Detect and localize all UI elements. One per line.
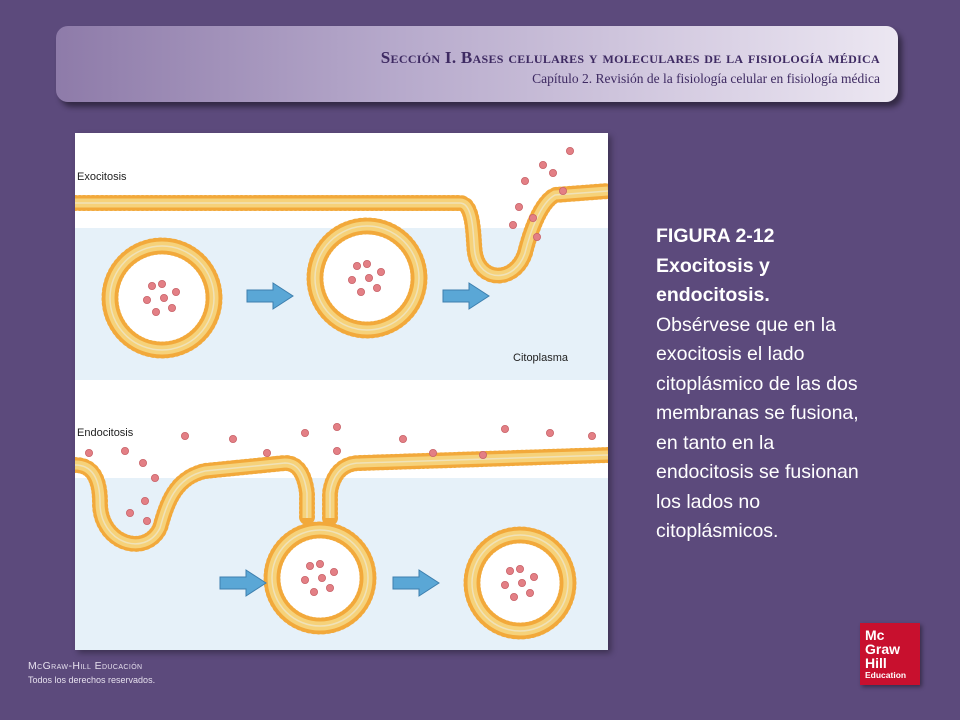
exocytosis-membrane [75, 183, 608, 284]
right-arrow-icon-3 [219, 569, 267, 597]
endocytosis-membrane-right-core [329, 454, 608, 518]
exo-v1-particle-1 [172, 287, 181, 296]
extracellular-particle-0 [84, 448, 93, 457]
right-arrow-icon-4 [392, 569, 440, 597]
endo-v1-particle-2 [325, 583, 334, 592]
endo-v1-particle-3 [309, 587, 318, 596]
endo-v1-particle-5 [305, 561, 314, 570]
endo-v2-particle-4 [500, 580, 509, 589]
exo-v1-particle-2 [168, 303, 177, 312]
extracellular-particle-18 [126, 508, 135, 517]
logo-line-4: Education [865, 670, 907, 680]
figure-caption: FIGURA 2-12 Exocitosis y endocitosis. Ob… [656, 222, 866, 547]
label-endocytosis: Endocitosis [77, 427, 134, 439]
right-arrow-icon-2 [442, 282, 490, 310]
exocytosis-membrane-core [75, 190, 608, 277]
caption-body: Obsérvese que en la exocitosis el lado c… [656, 313, 859, 543]
extracellular-particle-8 [332, 446, 341, 455]
endo-v2-particle-2 [525, 588, 534, 597]
mcgraw-hill-logo: Mc Graw Hill Education [860, 623, 920, 685]
extracellular-particle-15 [588, 431, 597, 440]
endo-v2-particle-5 [505, 566, 514, 575]
logo-line-3: Hill [865, 655, 887, 671]
exo-v1-particle-0 [158, 279, 167, 288]
exo-v1-particle-4 [143, 295, 152, 304]
label-exocytosis: Exocitosis [77, 171, 127, 183]
released-particle-7 [508, 221, 517, 230]
exo-v2-particle-2 [372, 283, 381, 292]
exo-v1-particle-3 [152, 307, 161, 316]
endocytosis-vesicle-2-core [471, 534, 569, 632]
endo-v2-particle-0 [515, 564, 524, 573]
released-particle-1 [538, 160, 547, 169]
copyright-notice: Todos los derechos reservados. [28, 675, 156, 685]
released-particle-2 [520, 177, 529, 186]
endocytosis-membrane-left-core [75, 462, 308, 545]
extracellular-particle-16 [141, 496, 150, 505]
header-banner: Sección I. Bases celulares y moleculares… [56, 26, 898, 102]
extracellular-particle-12 [478, 450, 487, 459]
exocytosis-vesicle-1-core [109, 245, 215, 351]
exo-v2-particle-3 [356, 287, 365, 296]
chapter-title: Capítulo 2. Revisión de la fisiología ce… [532, 71, 880, 86]
extracellular-particle-10 [398, 434, 407, 443]
endo-v1-particle-4 [300, 575, 309, 584]
endocytosis-membrane-left [75, 455, 315, 552]
extracellular-particle-2 [139, 458, 148, 467]
released-particle-6 [528, 214, 537, 223]
extracellular-particle-5 [228, 434, 237, 443]
extracellular-particle-9 [332, 422, 341, 431]
right-arrow-icon-1 [246, 282, 294, 310]
released-particle-8 [532, 233, 541, 242]
endo-v1-particle-6 [317, 573, 326, 582]
endo-v1-particle-0 [315, 559, 324, 568]
section-title: Sección I. Bases celulares y moleculares… [380, 48, 880, 67]
endocytosis-vesicle-1-core [271, 529, 369, 627]
extracellular-particle-4 [181, 431, 190, 440]
extracellular-particle-3 [151, 473, 160, 482]
endo-v2-particle-1 [529, 572, 538, 581]
extracellular-particle-13 [500, 424, 509, 433]
logo-line-1: Mc [865, 627, 885, 643]
released-particle-3 [548, 169, 557, 178]
extracellular-particle-17 [143, 516, 152, 525]
endo-v2-particle-3 [509, 592, 518, 601]
caption-title: FIGURA 2-12 Exocitosis y endocitosis. [656, 225, 775, 306]
exo-v1-particle-6 [160, 293, 169, 302]
released-particle-0 [565, 146, 574, 155]
exo-v2-particle-5 [352, 261, 361, 270]
extracellular-particle-1 [121, 446, 130, 455]
endocytosis-vesicle-2 [463, 526, 577, 640]
released-particle-4 [558, 187, 567, 196]
exocytosis-vesicle-2-core [314, 225, 420, 331]
figure-illustration: Exocitosis Citoplasma Endocitosis [75, 146, 608, 650]
label-cytoplasm: Citoplasma [513, 352, 569, 364]
figure-exocytosis-endocytosis: Exocitosis Citoplasma Endocitosis [75, 133, 608, 650]
exo-v1-particle-5 [148, 281, 157, 290]
exo-v2-particle-1 [376, 267, 385, 276]
endo-v1-particle-1 [329, 567, 338, 576]
endocytosis-membrane-right [322, 447, 608, 526]
exo-v2-particle-6 [364, 273, 373, 282]
released-particle-5 [514, 203, 523, 212]
exo-v2-particle-0 [362, 260, 371, 269]
extracellular-particle-7 [300, 428, 309, 437]
extracellular-particle-14 [545, 428, 554, 437]
extracellular-particle-6 [262, 448, 271, 457]
endo-v2-particle-6 [517, 578, 526, 587]
exo-v2-particle-4 [347, 275, 356, 284]
extracellular-particle-11 [428, 448, 437, 457]
logo-line-2: Graw [865, 641, 901, 657]
publisher-name: McGraw-Hill Educación [28, 660, 143, 672]
